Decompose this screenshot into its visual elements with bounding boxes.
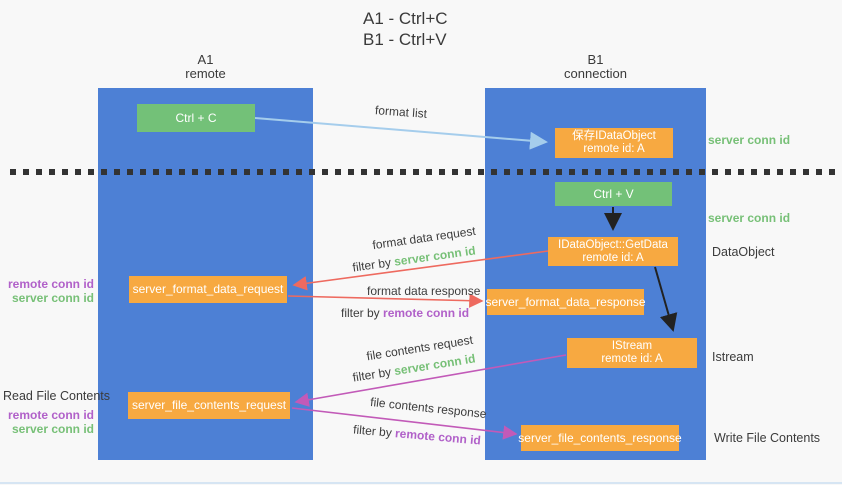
lane-header-b1: B1 connection xyxy=(485,53,706,81)
remote-conn-id-key: remote conn id xyxy=(383,306,470,320)
node-getdata-line2: remote id: A xyxy=(582,251,644,264)
node-server-file-contents-response: server_file_contents_response xyxy=(518,425,682,451)
node-save-idataobject: 保存IDataObject remote id: A xyxy=(555,128,673,158)
filter-by-text: filter by xyxy=(341,306,380,320)
remote-conn-id-key: remote conn id xyxy=(394,426,482,448)
label-format-data-response: format data response xyxy=(367,284,481,298)
label-format-list: format list xyxy=(374,103,428,121)
lane-b1-subtitle: connection xyxy=(564,66,627,81)
bottom-edge-line xyxy=(0,482,842,484)
lane-a1-title: A1 xyxy=(197,52,214,67)
filter-by-text: filter by xyxy=(351,364,393,385)
label-filter-by-server-conn-id-1: filter by server conn id xyxy=(352,243,477,274)
node-server-format-data-response: server_format_data_response xyxy=(485,289,646,315)
node-file-response-label: server_file_contents_response xyxy=(518,430,682,445)
node-save-idataobject-line1: 保存IDataObject xyxy=(572,130,656,142)
node-ctrl-v: Ctrl + V xyxy=(555,182,672,206)
node-istream: IStream remote id: A xyxy=(567,338,697,368)
server-conn-id-key: server conn id xyxy=(11,291,94,305)
node-server-format-data-request: server_format_data_request xyxy=(129,276,287,303)
lane-b1-title: B1 xyxy=(587,52,604,67)
node-ctrl-v-label: Ctrl + V xyxy=(593,186,634,201)
node-ctrl-c: Ctrl + C xyxy=(137,104,255,132)
title-line-1: A1 - Ctrl+C xyxy=(363,9,448,28)
node-istream-line2: remote id: A xyxy=(601,353,663,365)
node-idataobject-getdata: IDataObject::GetData remote id: A xyxy=(548,237,678,266)
annotation-write-file-contents: Write File Contents xyxy=(714,431,821,445)
node-file-request-label: server_file_contents_request xyxy=(131,398,287,412)
annotation-conn-ids-file: remote conn id server conn id xyxy=(0,408,94,436)
node-istream-line1: IStream xyxy=(611,340,653,352)
node-save-idataobject-line2: remote id: A xyxy=(583,143,645,155)
filter-by-text: filter by xyxy=(351,255,392,275)
node-format-response-label: server_format_data_response xyxy=(485,294,646,309)
annotation-dataobject: DataObject xyxy=(712,245,775,259)
node-server-file-contents-request: server_file_contents_request xyxy=(128,392,290,419)
title-line-2: B1 - Ctrl+V xyxy=(363,30,447,49)
node-ctrl-c-label: Ctrl + C xyxy=(175,110,217,125)
annotation-istream: Istream xyxy=(712,350,754,364)
remote-conn-id-key: remote conn id xyxy=(7,408,94,422)
annotation-conn-ids-format: remote conn id server conn id xyxy=(0,277,94,305)
server-conn-id-key: server conn id xyxy=(11,422,94,436)
lane-header-a1: A1 remote xyxy=(98,53,313,81)
lane-a1-subtitle: remote xyxy=(185,66,226,81)
filter-by-text: filter by xyxy=(352,422,393,440)
node-getdata-line1: IDataObject::GetData xyxy=(558,238,668,251)
remote-conn-id-key: remote conn id xyxy=(7,277,94,291)
label-file-contents-response: file contents response xyxy=(369,394,488,422)
annotation-read-file-contents: Read File Contents xyxy=(3,389,111,403)
annotation-server-conn-id-top: server conn id xyxy=(708,133,791,147)
annotation-server-conn-id-mid: server conn id xyxy=(708,211,791,225)
node-format-request-label: server_format_data_request xyxy=(132,282,284,296)
diagram-title: A1 - Ctrl+C B1 - Ctrl+V xyxy=(363,8,448,50)
label-filter-by-remote-conn-id-1: filter by remote conn id xyxy=(341,306,469,320)
label-filter-by-remote-conn-id-2: filter by remote conn id xyxy=(353,422,482,447)
